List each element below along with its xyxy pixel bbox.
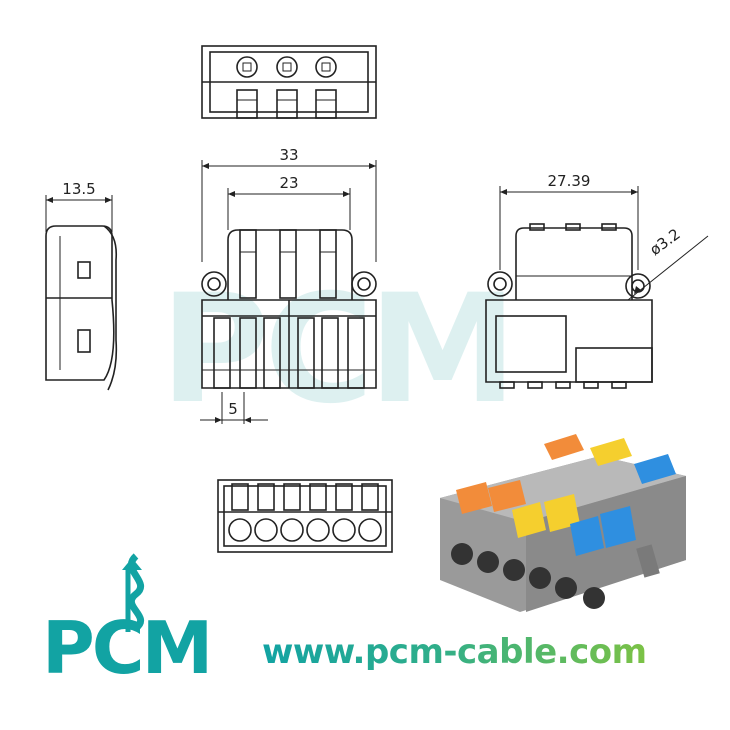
- dim-width-outer: 33: [279, 146, 298, 164]
- left-side-view: 13.5: [45, 180, 118, 391]
- dim-side-width: 27.39: [548, 172, 591, 190]
- brand-logo: PCM: [42, 606, 213, 690]
- dim-depth: 13.5: [62, 180, 95, 198]
- front-view: 33 23 5: [200, 146, 377, 424]
- brand-url[interactable]: www.pcm-cable.com: [262, 632, 647, 672]
- right-side-view: 27.39 ø3.2: [485, 172, 709, 389]
- dim-width-inner: 23: [279, 174, 298, 192]
- dim-hole-diameter: ø3.2: [646, 225, 683, 259]
- connector-photo: [440, 434, 686, 612]
- pcm-logo-symbol: [122, 553, 145, 632]
- brand-logo-text: PCM: [42, 606, 213, 690]
- dim-pitch: 5: [228, 400, 238, 418]
- top-view: [201, 45, 377, 119]
- bottom-view: [217, 479, 393, 553]
